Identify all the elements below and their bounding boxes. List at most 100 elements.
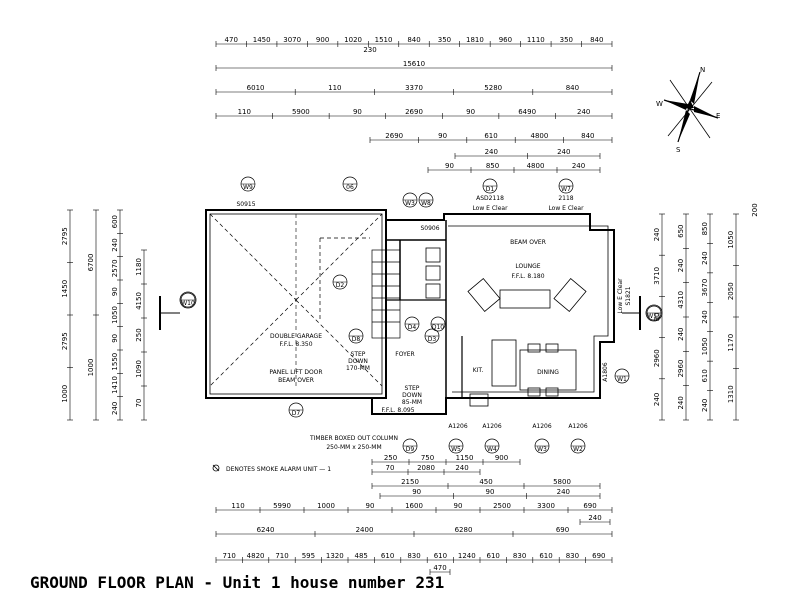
window-code: A1206: [532, 423, 552, 430]
dimension-value: 240: [677, 259, 685, 272]
dimension-value: 90: [438, 132, 447, 140]
dimension-value: 1240: [458, 552, 476, 560]
dimension-value: 1050: [727, 231, 735, 249]
ref-code: W2: [573, 446, 583, 453]
dimension-value: 90: [445, 162, 454, 170]
dimension-value: 850: [701, 222, 709, 235]
dimension-value: 2690: [405, 108, 423, 116]
dimension-value: 1110: [527, 36, 545, 44]
dimension-value: 5990: [273, 502, 291, 510]
ref-code: W7: [561, 186, 571, 193]
dimension-value: 2400: [356, 526, 374, 534]
ref-code: D7: [292, 410, 301, 417]
ref-code: 06: [346, 184, 354, 191]
dimension-value: 610: [434, 552, 447, 560]
dimension-value: 840: [407, 36, 420, 44]
drawing-title: GROUND FLOOR PLAN - Unit 1 house number …: [30, 573, 444, 592]
dimension-value: 900: [495, 454, 508, 462]
dimension-value: 110: [238, 108, 251, 116]
dimension-value: 450: [479, 478, 492, 486]
compass-n: N: [700, 66, 705, 74]
window-glass: Low E Clear: [548, 205, 584, 212]
dimension-value: 690: [583, 502, 596, 510]
dimension-value: 4150: [135, 292, 143, 310]
dimension-value: 900: [316, 36, 329, 44]
dimension-value: 240: [701, 399, 709, 412]
dimension-value: 240: [557, 148, 570, 156]
ref-code: W11: [647, 313, 661, 320]
dimension-value: 110: [231, 502, 244, 510]
dimension-value: 2150: [401, 478, 419, 486]
ref-code: D4: [408, 324, 417, 331]
dimension-lines: [67, 41, 739, 575]
dimension-value: 200: [751, 203, 759, 216]
step-note: DOWN: [348, 358, 368, 365]
ref-code: D3: [428, 336, 437, 343]
garage-door-note: PANEL LIFT DOOR: [269, 369, 322, 376]
garage-label: DOUBLE GARAGE: [270, 333, 322, 340]
lounge-ffl-label: F.F.L. 8.180: [511, 273, 544, 280]
dimension-value: 1150: [456, 454, 474, 462]
foyer-ffl-label: F.F.L. 8.095: [381, 407, 414, 414]
dimension-value: 600: [111, 215, 119, 228]
dimension-value: 470: [225, 36, 238, 44]
dimension-value: 485: [355, 552, 368, 560]
dimension-value: 240: [588, 514, 601, 522]
dimension-value: 240: [111, 238, 119, 251]
dimension-value: 90: [111, 334, 119, 343]
dimension-value: 6010: [247, 84, 265, 92]
dimension-value: 2690: [385, 132, 403, 140]
dimension-value: 240: [572, 162, 585, 170]
dimension-value: 6700: [87, 254, 95, 272]
dimension-value: 90: [454, 502, 463, 510]
dimension-value: 350: [560, 36, 573, 44]
dimension-value: 750: [421, 454, 434, 462]
section-marker-left: [159, 291, 197, 330]
window-code: S1821: [625, 286, 632, 305]
ref-code: W8: [421, 200, 431, 207]
ref-code: W5: [451, 446, 461, 453]
dimension-value: 350: [438, 36, 451, 44]
beam-over-label: BEAM OVER: [510, 239, 546, 246]
smoke-alarm-icon: [212, 464, 220, 472]
dimension-value: 4820: [247, 552, 265, 560]
dimension-value: 3370: [405, 84, 423, 92]
dimension-value: 5900: [292, 108, 310, 116]
dimension-value: 90: [353, 108, 362, 116]
lounge-label: LOUNGE: [515, 263, 540, 270]
dimension-value: 1600: [405, 502, 423, 510]
dimension-value: 1090: [135, 360, 143, 378]
dimension-value: 830: [513, 552, 526, 560]
compass-e: E: [716, 112, 720, 120]
dimension-value: 610: [539, 552, 552, 560]
ref-code: D2: [336, 282, 345, 289]
smoke-alarm-legend: DENOTES SMOKE ALARM UNIT — 1: [212, 464, 331, 473]
dimension-value: 2795: [61, 332, 69, 350]
walls: [205, 209, 615, 415]
dimension-value: 610: [701, 369, 709, 382]
dimension-value: 1180: [135, 258, 143, 276]
dimension-value: 240: [653, 393, 661, 406]
dimension-value: 840: [566, 84, 579, 92]
dimension-value: 1020: [344, 36, 362, 44]
dimension-value: 90: [486, 488, 495, 496]
dimension-value: 250: [384, 454, 397, 462]
window-code: Low E Clear: [617, 278, 624, 314]
dimension-value: 710: [275, 552, 288, 560]
dimension-value: 1000: [61, 385, 69, 403]
ref-code: D1: [486, 186, 495, 193]
smoke-alarm-legend-text: DENOTES SMOKE ALARM UNIT — 1: [226, 466, 331, 473]
dimension-value: 610: [381, 552, 394, 560]
window-code: 2118: [558, 195, 573, 202]
dimension-value: 470: [433, 564, 446, 572]
dimension-value: 840: [581, 132, 594, 140]
dining-label: DINING: [537, 369, 559, 376]
dimension-value: 850: [486, 162, 499, 170]
dimension-value: 595: [302, 552, 315, 560]
dimension-value: 1320: [326, 552, 344, 560]
window-code: A1806: [602, 362, 609, 382]
window-glass: Low E Clear: [472, 205, 508, 212]
